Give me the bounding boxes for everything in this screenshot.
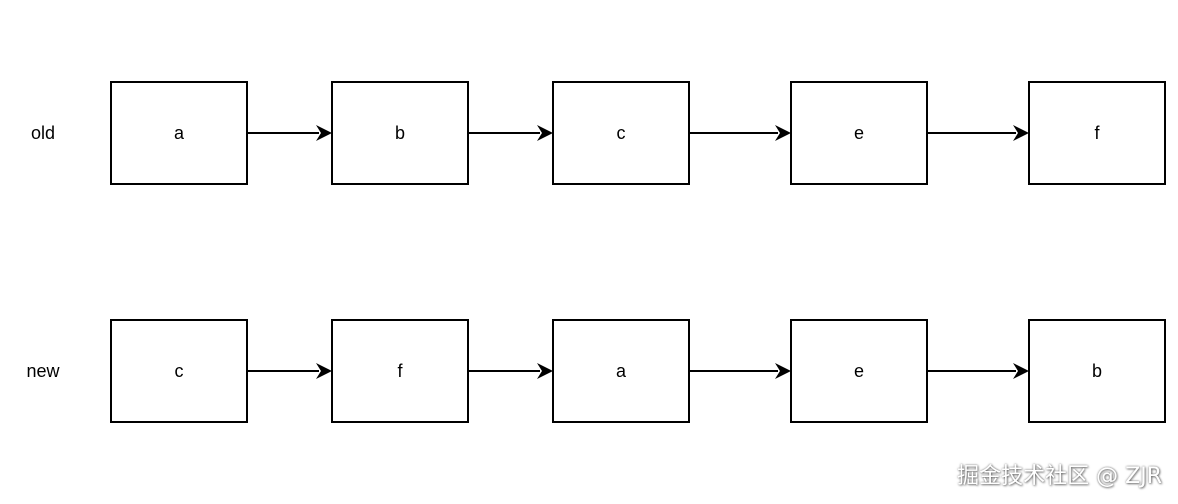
- row-new: new c f a e b: [26, 319, 1166, 423]
- node-rect: [1028, 81, 1166, 185]
- node-label: a: [616, 361, 627, 381]
- watermark: 掘金技术社区 @ ZJR: [957, 464, 1162, 489]
- arrowhead-icon: [537, 125, 553, 141]
- node-rect: [1028, 319, 1166, 423]
- node-box: b: [1028, 319, 1166, 423]
- node-rect: [790, 319, 928, 423]
- node-rect: [552, 319, 690, 423]
- node-box: a: [110, 81, 248, 185]
- node-rect: [331, 81, 469, 185]
- node-box: f: [1028, 81, 1166, 185]
- node-rect: [110, 81, 248, 185]
- node-box: f: [331, 319, 469, 423]
- arrowhead-icon: [316, 363, 332, 379]
- node-rect: [790, 81, 928, 185]
- node-label: a: [174, 123, 185, 143]
- row-old: old a b c e f: [31, 81, 1166, 185]
- row-label: new: [26, 361, 60, 381]
- node-label: c: [617, 123, 626, 143]
- node-box: e: [790, 319, 928, 423]
- node-label: b: [395, 123, 405, 143]
- arrowhead-icon: [775, 125, 791, 141]
- arrowhead-icon: [537, 363, 553, 379]
- node-box: e: [790, 81, 928, 185]
- arrowhead-icon: [1013, 363, 1029, 379]
- node-rect: [331, 319, 469, 423]
- node-label: f: [397, 361, 403, 381]
- node-label: e: [854, 123, 864, 143]
- arrowhead-icon: [316, 125, 332, 141]
- node-box: a: [552, 319, 690, 423]
- arrowhead-icon: [1013, 125, 1029, 141]
- node-label: c: [175, 361, 184, 381]
- arrowhead-icon: [775, 363, 791, 379]
- node-box: b: [331, 81, 469, 185]
- node-label: b: [1092, 361, 1102, 381]
- node-rect: [110, 319, 248, 423]
- node-box: c: [110, 319, 248, 423]
- node-label: f: [1094, 123, 1100, 143]
- node-rect: [552, 81, 690, 185]
- node-label: e: [854, 361, 864, 381]
- node-box: c: [552, 81, 690, 185]
- row-label: old: [31, 123, 55, 143]
